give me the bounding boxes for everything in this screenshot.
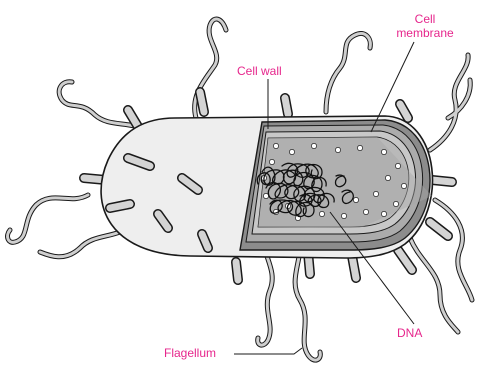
cross-section [240,120,432,250]
label-cell-wall: Cell wall [237,64,282,78]
label-cell-membrane-line2: membrane [385,26,465,40]
flagellum-leader [234,348,302,354]
label-dna: DNA [397,326,422,340]
label-flagellum: Flagellum [164,346,216,360]
label-cell-membrane: Cell membrane [385,12,465,40]
label-cell-membrane-line1: Cell [385,12,465,26]
